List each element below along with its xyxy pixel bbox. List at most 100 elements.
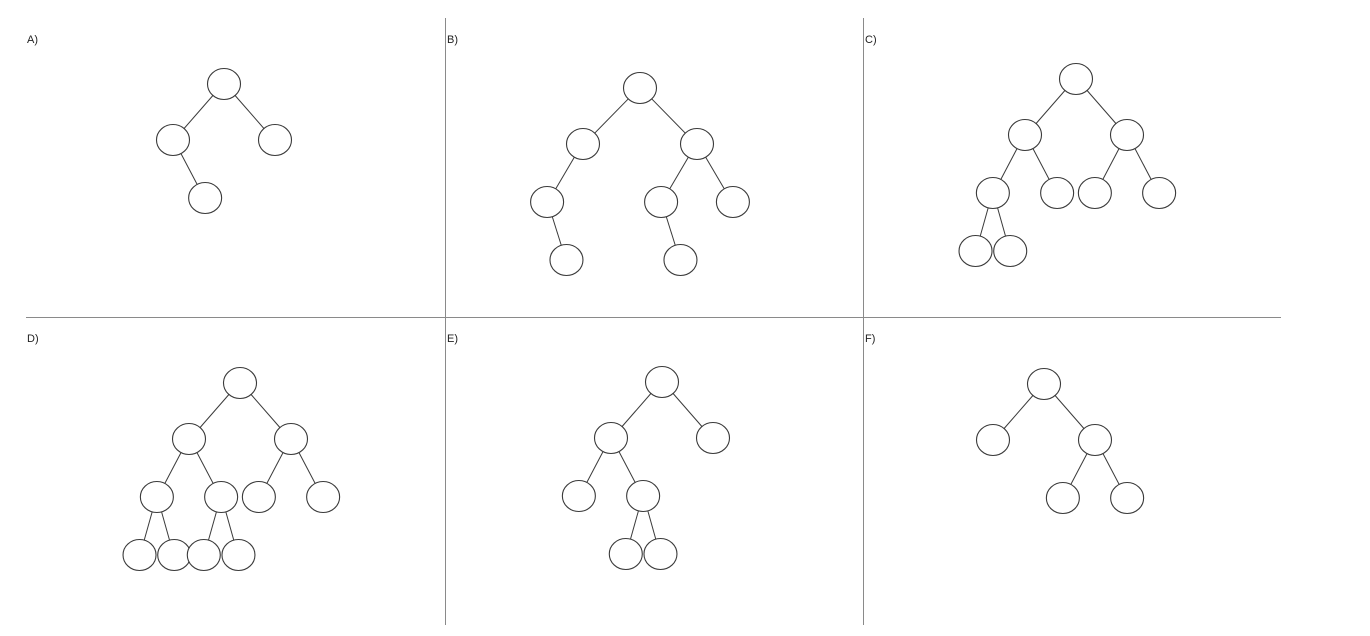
tree-nodes [122,366,341,572]
tree-node-root [622,71,658,105]
tree-f [975,367,1145,515]
tree-edge-root-right-right [298,451,316,485]
tree-edges [586,392,703,541]
tree-edge-root-right [1086,89,1117,125]
tree-node-root-left-left [561,479,596,513]
tree-edge-root-left-left-right [551,215,562,247]
tree-edge-root-left [1003,394,1034,430]
tree-edge-root-left-right [196,451,214,485]
tree-node-root-left-left [975,176,1010,210]
tree-node-root-right-left-right [663,243,698,277]
tree-node-root-left-right-left [608,537,643,571]
tree-edge-root-right-left [1102,147,1120,181]
tree-node-root [222,366,258,400]
tree-edge-root-left [593,97,630,135]
tree-edge-root-right-right [704,156,726,190]
tree-node-root-left-right [204,480,239,514]
tree-node-root-right-left [1045,481,1080,515]
tree-node-root-right-right [306,480,341,514]
tree-edge-root-left-left-left [979,206,989,238]
tree-edge-root-right [650,97,687,135]
tree-node-root [206,67,242,101]
tree-edge-root-left-left-right [996,206,1007,238]
tree-node-root-left-left-left [122,538,157,572]
tree-edge-root-left-right-right [225,510,235,542]
panel-f: F) [865,333,1145,515]
tree-node-root-left-right [626,479,661,513]
tree-node-root-left-left-right [549,243,584,277]
tree-edge-root-left [621,392,652,428]
tree-node-root-right [695,421,731,455]
tree-node-root-right-right [1110,481,1145,515]
tree-edge-root-left-right [1032,147,1050,181]
tree-node-root [1026,367,1062,401]
panel-d: D) [27,333,341,572]
tree-edge-root-right-left [266,451,284,485]
tree-node-root-left-right-right [643,537,678,571]
tree-nodes [530,71,750,277]
panel-b-label: B) [447,34,458,46]
tree-node-root-right-left [644,185,679,219]
tree-node-root-right [257,123,293,157]
tree-node-root-right-left [241,480,276,514]
tree-node-root-right-right [1142,176,1177,210]
tree-node-root-left-left-left [958,234,993,268]
tree-node-root-right [1109,118,1145,152]
tree-node-root-left-right-right [221,538,256,572]
tree-edge-root-left-left [164,451,182,485]
tree-nodes [975,367,1145,515]
tree-node-root [1058,62,1094,96]
tree-nodes [155,67,293,215]
tree-node-root-left-right-left [186,538,221,572]
tree-node-root-left [975,423,1011,457]
tree-node-root-left-right [1040,176,1075,210]
tree-edge-root-left-left [1000,147,1018,181]
tree-node-root-right-left [1077,176,1112,210]
tree-node-root-left [1007,118,1043,152]
panel-f-label: F) [865,333,875,345]
tree-edge-root-right [234,94,265,130]
tree-edge-root-right [250,393,281,429]
tree-a [155,67,293,215]
tree-edge-root-left-left-right [160,510,171,542]
panel-e: E) [447,333,731,571]
tree-node-root-left-left [139,480,174,514]
panel-c: C) [865,34,1177,268]
tree-edge-root-left-left [554,156,576,190]
tree-edge-root-left-right [180,152,198,186]
tree-edge-root-left [183,94,214,130]
tree-node-root-left [171,422,207,456]
panel-a: A) [27,34,293,215]
tree-node-root-left-right [188,181,223,215]
tree-edges [551,97,726,247]
tree-edge-root-left-right-left [207,510,218,542]
tree-edge-root-left [1035,89,1066,125]
tree-node-root-right [1077,423,1113,457]
tree-b [530,71,750,277]
tree-node-root-left-left-right [993,234,1028,268]
tree-edges [180,94,265,186]
tree-nodes [958,62,1177,268]
tree-edge-root-right-left [1070,452,1088,486]
tree-edge-root-left-right-right [647,509,657,541]
tree-edge-root-left-right-left [629,509,640,541]
tree-edge-root-right-left-right [665,215,676,247]
tree-node-root [644,365,680,399]
tree-edge-root-right-left [668,156,690,190]
tree-edge-root-left-right [618,450,636,484]
tree-edge-root-left-left [586,450,604,484]
panel-b: B) [447,34,750,277]
tree-node-root-right [273,422,309,456]
tree-edges [1003,394,1120,486]
tree-d [122,366,341,572]
tree-edges [143,393,316,542]
tree-edge-root-left-left-left [143,510,153,542]
tree-node-root-right-right [715,185,750,219]
tree-edges [979,89,1152,238]
tree-node-root-left-left [530,185,565,219]
tree-edge-root-right-right [1134,147,1152,181]
tree-node-root-left [593,421,629,455]
tree-node-root-left [565,127,601,161]
panel-d-label: D) [27,333,39,345]
